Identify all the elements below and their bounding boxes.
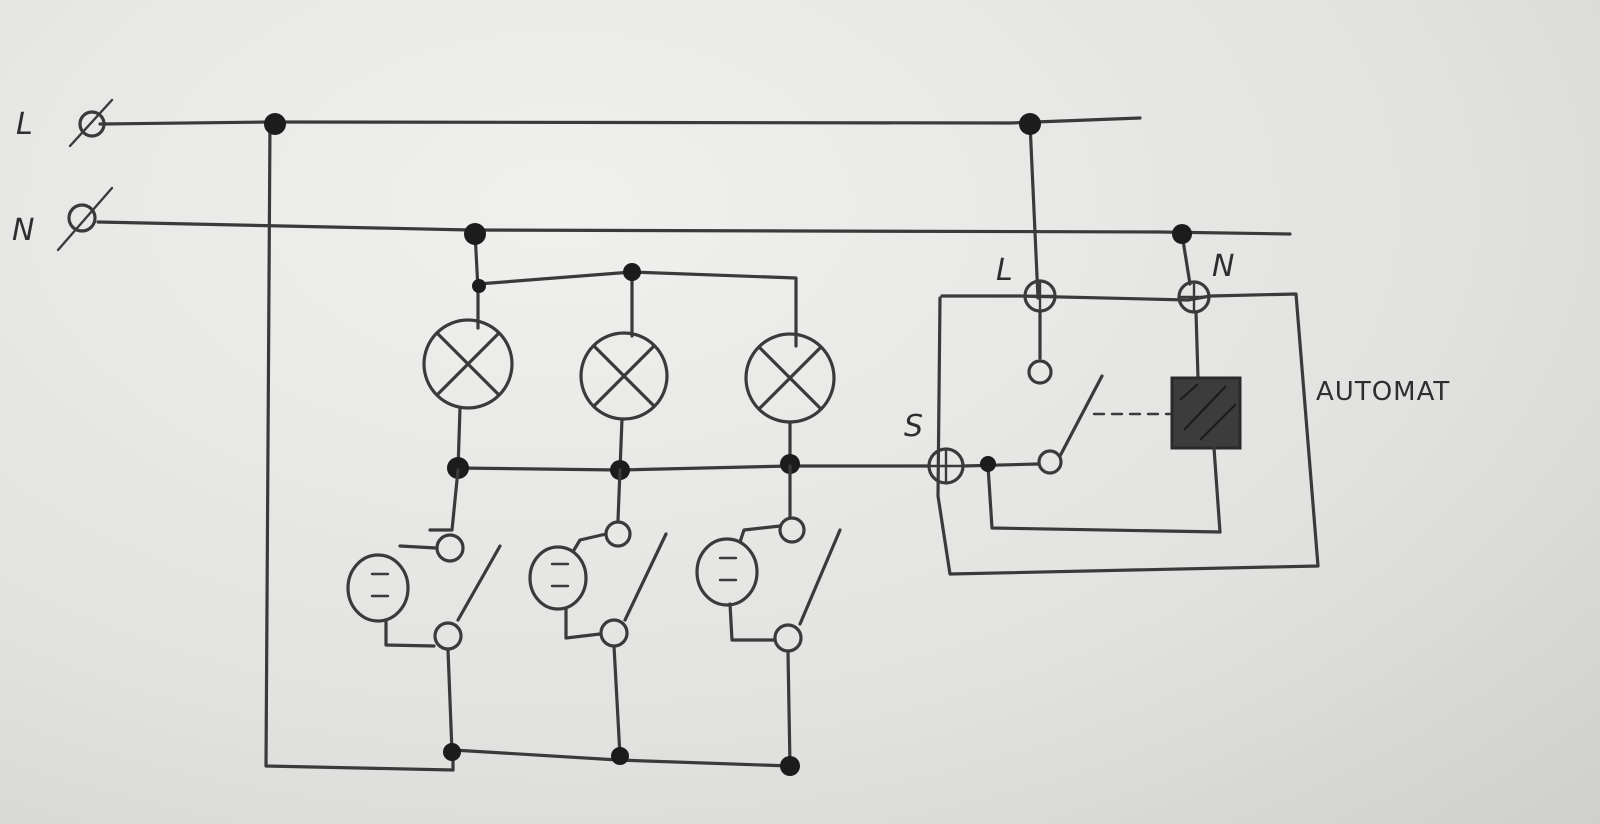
automat-n-feed: N <box>1172 224 1234 380</box>
junction-dot <box>611 747 629 765</box>
pushbutton-2 <box>528 468 668 765</box>
terminal-l-label: L <box>16 107 33 142</box>
pushbutton-3 <box>695 464 842 776</box>
lamp-2 <box>579 331 669 421</box>
glow-lamp-1 <box>346 553 410 623</box>
junction-dot <box>443 743 461 761</box>
automat-label: AUTOMAT <box>1316 377 1450 407</box>
lamp-neutral-bus <box>464 223 798 348</box>
relay-contact <box>1037 374 1172 475</box>
lamp-1 <box>422 318 514 410</box>
supply-line-l <box>98 116 1142 126</box>
junction-dot <box>780 756 800 776</box>
automat-terminal-l-label: L <box>996 253 1013 288</box>
lamp-3 <box>744 332 836 424</box>
junction-dot <box>1019 113 1041 135</box>
glow-lamp-2 <box>528 545 588 611</box>
junction-dot <box>472 279 486 293</box>
supply-line-n <box>96 220 1292 236</box>
junction-dot <box>980 456 996 472</box>
glow-lamp-3 <box>695 537 759 607</box>
terminal-n: N <box>12 186 114 252</box>
junction-dot <box>464 223 486 245</box>
automat-box: AUTOMAT <box>936 292 1450 576</box>
automat-terminal-s: S <box>904 409 1040 485</box>
terminal-l: L <box>16 98 114 148</box>
terminal-n-label: N <box>12 213 34 248</box>
automat-terminal-s-label: S <box>904 409 923 444</box>
pushbutton-1 <box>346 468 502 761</box>
automat-terminal-n-label: N <box>1212 249 1234 284</box>
junction-dot <box>1172 224 1192 244</box>
junction-dot <box>264 113 286 135</box>
junction-dot <box>623 263 641 281</box>
junction-dot <box>780 454 800 474</box>
feeder-l-to-buttons <box>264 113 792 772</box>
junction-dot <box>447 457 469 479</box>
automat-l-feed: L <box>996 113 1057 385</box>
lamp-switched-bus <box>447 406 930 480</box>
relay-coil <box>986 376 1242 534</box>
